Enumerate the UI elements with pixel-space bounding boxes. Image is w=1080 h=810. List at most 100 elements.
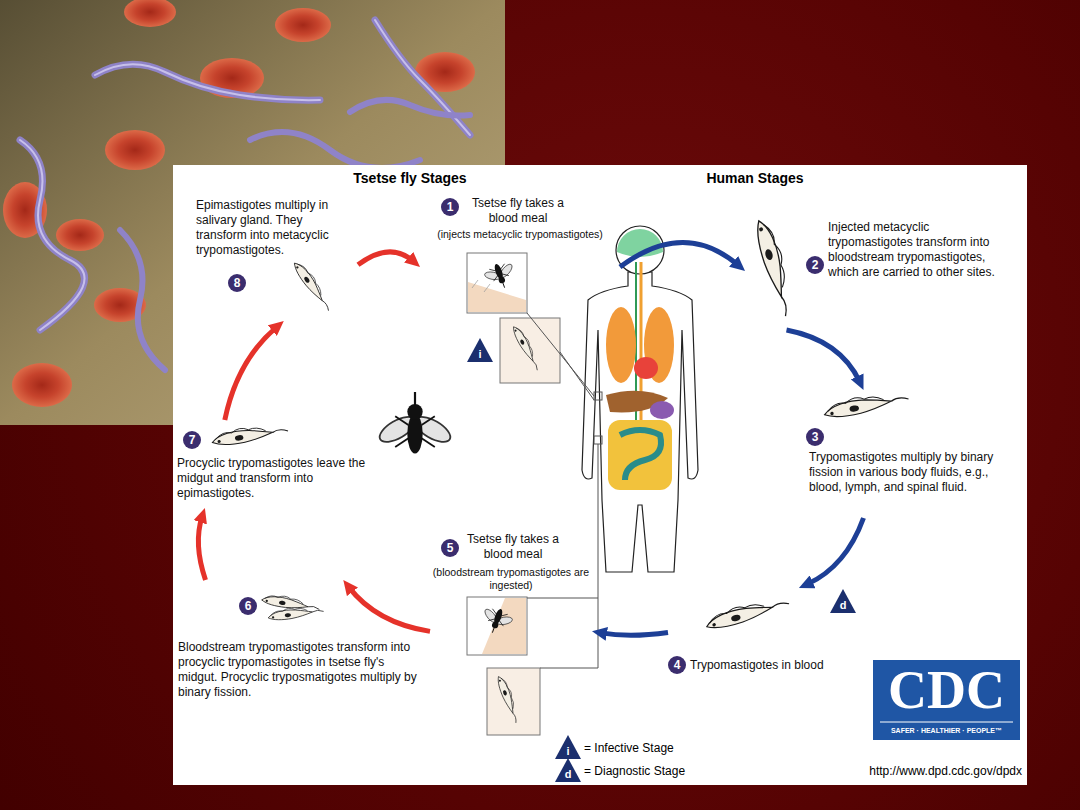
trypanosome-photo [250,132,420,168]
human-figure [650,401,674,419]
red-blood-cell [105,130,165,170]
diagram-panel [173,165,1027,785]
column-heading: Tsetse fly Stages [320,170,500,187]
leader-line [594,436,602,444]
red-blood-cell [56,219,104,251]
inset-box [500,318,560,383]
stage-group: 4 Trypomastigotes in blood [668,588,855,677]
logo-tagline: SAFER · HEALTHIER · PEOPLE™ [873,726,1020,735]
callout-number: 4 [668,656,686,674]
leader-line [540,598,598,668]
leader-line [594,392,602,400]
stage-group: 3Trypomastigotes multiply by binary fiss… [805,390,1000,518]
callout-number: 7 [183,431,201,449]
inset-box [496,674,522,724]
stage-triangle [467,338,493,362]
trypanosome-photo [20,140,85,330]
stage-marker: d [560,768,576,780]
cycle-arrow [349,587,430,631]
fly-feeding-box [467,597,527,655]
parasite-drawing [753,218,797,319]
parasite-drawing [211,422,289,447]
stage-text: Procyclic trypomastigotes leave the midg… [177,456,372,501]
trypanosome-photo [95,64,320,100]
trypanosome-photo [120,230,165,370]
red-blood-cell [124,0,176,27]
parasite-drawing [211,218,910,632]
human-figure [634,357,658,379]
fly-feeding-box [468,282,526,312]
fly-feeding-box [472,280,478,288]
fly-feeding-box [467,253,527,313]
cycle-arrow [601,633,668,636]
stage-triangle [830,589,856,613]
cdc-logo [873,660,1020,740]
parasite-drawing [292,259,335,313]
stage-group: 2Injected metacyclic trypomastigotes tra… [745,212,1022,330]
parasite-drawing [704,594,791,632]
parasite-drawing [267,605,324,621]
stage-group: 6Bloodstream trypomastigotes transform i… [176,580,422,722]
tsetse-fly [376,392,454,454]
tsetse-fly [376,392,454,454]
inset-box [511,324,543,372]
trypanosome-photo [20,140,85,330]
stage-text: Bloodstream trypomastigotes transform in… [178,640,420,700]
fly-feeding-box [477,604,516,639]
leader-line [527,313,602,668]
cycle-arrow [225,327,277,420]
stage-group: 8 Epimastigotes multiply in salivary glan… [193,196,358,321]
stage-triangle [555,758,581,782]
fly-feeding-box [481,259,520,294]
stage-text: Injected metacyclic trypomastigotes tran… [828,220,1008,280]
cycle-arrow [620,243,738,267]
human-figure [582,226,698,572]
cycle-arrow [198,517,205,580]
stage-marker: i [560,745,576,757]
stage-text: Tsetse fly takes a blood meal [465,532,561,562]
cdc-logo [880,722,1013,723]
leader-line [527,313,594,396]
callout-number: 2 [806,256,824,274]
stage-marker: i [472,348,488,360]
stage-note: (bloodstream trypomastigotes are ingeste… [432,566,590,592]
cdc-logo [873,660,1020,740]
stage-group: 7Procyclic trypomastigotes leave the mid… [175,420,374,508]
legend-text: = Diagnostic Stage [584,764,685,779]
callout-number: 1 [441,198,459,216]
fly-feeding-box [467,253,527,655]
human-figure [608,420,672,490]
leader-line [560,352,594,400]
callout-number: 8 [228,274,246,292]
human-figure [620,430,661,480]
red-blood-cell [12,363,72,407]
trypanosome-photo [350,100,470,116]
human-figure [606,307,636,383]
cycle-arrow [787,330,860,382]
stage-text: Trypomastigotes in blood [690,658,852,673]
fly-feeding-box [484,284,490,292]
cycle-arrow [358,252,413,265]
stage-group: 5 Tsetse fly takes a blood meal (bloodstre… [430,530,592,660]
inset-box [487,318,560,735]
red-blood-cell [275,8,331,42]
stage-text: Trypomastigotes multiply by binary fissi… [809,450,995,495]
column-heading: Human Stages [685,170,825,187]
source-url: http://www.dpd.cdc.gov/dpdx [800,764,1022,779]
parasite-drawing [823,389,910,420]
stage-text: Tsetse fly takes a blood meal [470,196,566,226]
stage-note: (injects metacyclic trypomastigotes) [422,228,618,241]
cycle-arrow [807,518,863,584]
stage-group: 1 Tsetse fly takes a blood meal (injects m… [420,195,620,315]
logo-text: CDC [873,662,1020,718]
callout-number: 5 [441,539,459,557]
inset-box [487,668,540,735]
trypanosome-photo [95,64,320,100]
stage-marker: d [835,599,851,611]
fly-feeding-box [482,598,526,654]
stage-triangle [555,735,581,759]
stage-text: Epimastigotes multiply in salivary gland… [196,198,356,258]
callout-number: 6 [239,597,257,615]
legend-text: = Infective Stage [584,741,674,756]
